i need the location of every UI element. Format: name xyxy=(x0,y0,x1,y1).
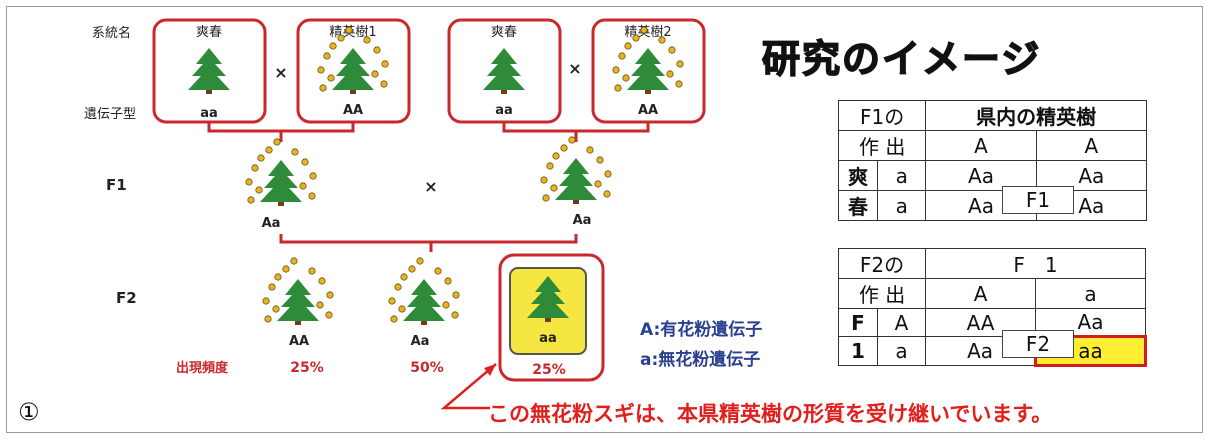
cross-symbol: × xyxy=(424,177,437,196)
f2-top-header: F 1 xyxy=(925,248,1146,279)
f2-col-allele: A xyxy=(925,278,1037,309)
f2-col-allele: a xyxy=(1035,278,1146,309)
f1-row-header: 春 xyxy=(837,190,879,221)
f1-col-allele: A xyxy=(925,130,1037,161)
f1-punnett-table: F1の 県内の精英樹 作 出 A A 爽 a Aa Aa 春 a Aa Aa xyxy=(837,100,1148,221)
f2-genotype-3: aa xyxy=(539,331,557,346)
f2-cell: AA xyxy=(925,308,1037,337)
cross-symbol: × xyxy=(274,63,287,82)
f2-row-label: F2 xyxy=(116,289,137,307)
f2-corner-line-2: 作 出 xyxy=(837,278,927,309)
f1-row-allele: a xyxy=(877,160,927,191)
f2-genotype-1: AA xyxy=(289,334,309,349)
f1-genotype-1: Aa xyxy=(262,216,281,231)
frequency-label: 出現頻度 xyxy=(176,360,229,376)
figure-frame xyxy=(6,6,1203,433)
parent-genotype-1: aa xyxy=(200,106,218,121)
connector-line xyxy=(207,122,355,142)
f2-highlighted-cell: aa xyxy=(1034,335,1147,367)
f1-corner-line-2: 作 出 xyxy=(837,130,927,161)
legend-recessive: a:無花粉遺伝子 xyxy=(640,350,761,370)
f1-row-header: 爽 xyxy=(837,160,879,191)
f2-row-header: F xyxy=(838,308,878,337)
f1-row-allele: a xyxy=(877,190,927,221)
caption-text: この無花粉スギは、本県精英樹の形質を受け継いでいます。 xyxy=(488,402,1053,426)
f2-row-header: 1 xyxy=(838,336,878,366)
parent-name-3: 爽春 xyxy=(491,25,517,40)
tree-icon xyxy=(555,158,597,204)
figure-number: ① xyxy=(18,398,40,426)
f2-corner-line-1: F2の xyxy=(837,248,927,279)
genotype-label: 遺伝子型 xyxy=(84,107,136,122)
parent-genotype-2: AA xyxy=(343,103,363,118)
f2-frequency-3: 25% xyxy=(532,362,566,378)
connector-line xyxy=(279,234,578,252)
f2-genotype-2: Aa xyxy=(411,334,430,349)
strain-name-label: 系統名 xyxy=(92,25,131,41)
pointer-arrow xyxy=(440,363,497,410)
f2-punnett-table: F2の F 1 作 出 A a F A AA Aa 1 a Aa aa xyxy=(837,248,1147,367)
f1-top-header: 県内の精英樹 xyxy=(925,100,1147,131)
cross-symbol: × xyxy=(568,59,581,78)
f2-frequency-2: 50% xyxy=(410,360,444,376)
f1-center-label: F1 xyxy=(1002,186,1074,214)
legend-dominant: A:有花粉遺伝子 xyxy=(640,320,763,340)
f1-row-label: F1 xyxy=(106,176,127,194)
tree-icon xyxy=(403,279,445,325)
f1-col-allele: A xyxy=(1035,130,1148,161)
parent-genotype-3: aa xyxy=(495,103,513,118)
f2-row-allele: A xyxy=(876,308,927,337)
f1-genotype-2: Aa xyxy=(573,213,592,228)
f2-frequency-1: 25% xyxy=(290,360,324,376)
parent-name-1: 爽春 xyxy=(196,25,222,40)
parent-genotype-4: AA xyxy=(638,103,658,118)
tree-icon xyxy=(277,279,319,325)
connector-line xyxy=(502,122,650,142)
page-title: 研究のイメージ xyxy=(761,36,1042,82)
crossing-diagram: 系統名 遺伝子型 F1 F2 出現頻度 爽春 精英樹1 爽春 精英樹2 aa A… xyxy=(84,18,706,382)
f2-center-label: F2 xyxy=(1002,330,1074,358)
f1-cell: Aa xyxy=(925,160,1037,191)
f1-corner-line-1: F1の xyxy=(837,100,927,131)
f2-row-allele: a xyxy=(876,336,927,366)
tree-icon xyxy=(260,160,302,206)
